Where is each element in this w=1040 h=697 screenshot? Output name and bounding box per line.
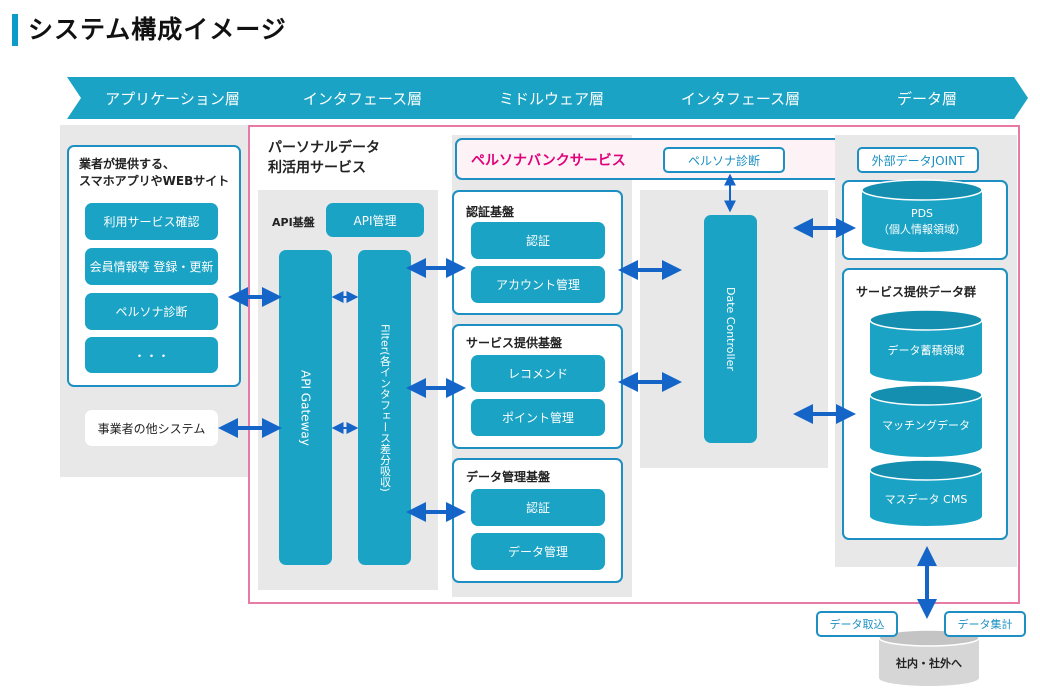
app-item-more[interactable]: ・・・ xyxy=(85,337,218,373)
personal-data-service-title: パーソナルデータ 利活用サービス xyxy=(268,140,380,176)
layer-label-interface-2: インタフェース層 xyxy=(680,89,801,108)
app-services-heading: 業者が提供する、 スマホアプリやWEBサイト xyxy=(79,157,230,188)
master-label: マスデータ CMS xyxy=(884,493,968,506)
persona-bank-service-title: ペルソナバンクサービス xyxy=(471,153,626,169)
pink-service-frame xyxy=(248,125,1020,604)
app-item-persona[interactable]: ペルソナ診断 xyxy=(85,293,218,330)
storage-label: データ蓄積領域 xyxy=(887,344,965,357)
data-auth-box[interactable]: 認証 xyxy=(471,489,605,526)
external-data-joint-pill[interactable]: 外部データJOINT xyxy=(857,147,979,173)
data-manage-box[interactable]: データ管理 xyxy=(471,533,605,570)
outside-label: 社内・社外へ xyxy=(896,657,962,670)
app-item-register[interactable]: 会員情報等 登録・更新 xyxy=(85,248,218,285)
api-gateway-box[interactable]: API Gateway xyxy=(279,250,332,565)
date-controller-box[interactable]: Date Controller xyxy=(704,215,757,443)
layer-label-data: データ層 xyxy=(896,89,957,108)
layer-label-middleware: ミドルウェア層 xyxy=(498,89,604,108)
data-manage-base-title: データ管理基盤 xyxy=(466,470,551,484)
page-title: システム構成イメージ xyxy=(28,15,287,44)
pds-label: PDS （個人情報領域） xyxy=(878,207,966,236)
api-base-label: API基盤 xyxy=(272,216,315,229)
data-aggregate-pill[interactable]: データ集計 xyxy=(944,611,1026,637)
matching-label: マッチングデータ xyxy=(882,419,970,432)
layer-label-app: アプリケーション層 xyxy=(105,89,240,108)
auth-box[interactable]: 認証 xyxy=(471,222,605,259)
point-manage-box[interactable]: ポイント管理 xyxy=(471,399,605,436)
account-manage-box[interactable]: アカウント管理 xyxy=(471,266,605,303)
recommend-box[interactable]: レコメンド xyxy=(471,355,605,392)
layer-label-interface-1: インタフェース層 xyxy=(302,89,423,108)
persona-diagnosis-pill[interactable]: ペルソナ診断 xyxy=(663,147,785,173)
service-base-title: サービス提供基盤 xyxy=(466,336,563,350)
data-import-pill[interactable]: データ取込 xyxy=(816,611,898,637)
filter-box[interactable]: Filter(各インタフェース差分吸収) xyxy=(358,250,411,565)
app-item-usage[interactable]: 利用サービス確認 xyxy=(85,203,218,240)
auth-base-title: 認証基盤 xyxy=(466,205,515,219)
api-manage-box[interactable]: API管理 xyxy=(326,203,424,237)
title-accent-bar xyxy=(12,14,18,46)
service-data-group-title: サービス提供データ群 xyxy=(856,285,977,299)
other-system-box[interactable]: 事業者の他システム xyxy=(85,410,218,446)
